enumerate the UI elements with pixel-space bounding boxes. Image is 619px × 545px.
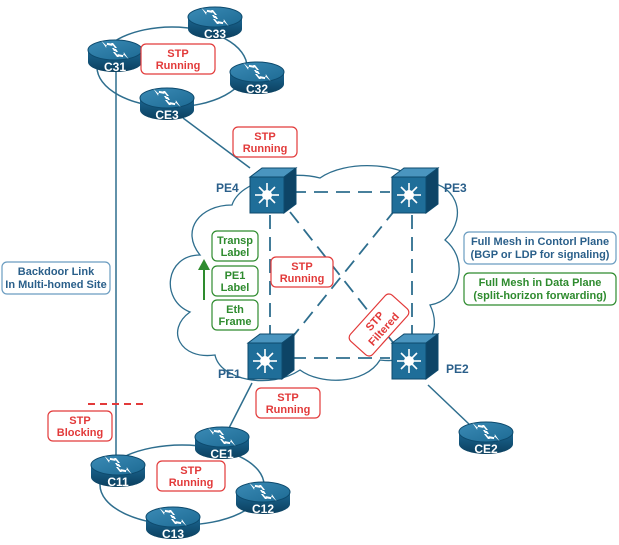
svg-text:C33: C33 [204,27,226,41]
stp-blocking: STP Blocking [47,410,113,442]
svg-text:STP: STP [291,261,312,273]
mesh-pe1-pe3 [289,209,396,341]
svg-text:CE2: CE2 [474,442,498,456]
svg-text:CE3: CE3 [155,108,179,122]
stp-top-ring: STP Running [140,43,216,75]
router-c11[interactable]: C11 [90,454,146,489]
svg-text:STP: STP [180,465,201,477]
svg-text:Running: Running [280,273,325,285]
router-c12[interactable]: C12 [235,481,291,516]
link-ce3-pe4 [182,117,251,169]
pe4-label: PE4 [216,181,239,195]
svg-text:Label: Label [221,247,250,259]
stp-core: STP Running [270,256,334,288]
stp-pe4-link: STP Running [232,126,298,158]
router-c32[interactable]: C32 [229,61,285,96]
router-c31[interactable]: C31 [87,39,143,74]
svg-text:C31: C31 [104,60,126,74]
router-ce3[interactable]: CE3 [139,87,195,122]
svg-text:STP: STP [277,392,298,404]
svg-text:Full Mesh in Contorl Plane: Full Mesh in Contorl Plane [471,236,609,248]
label-stack: Transp Label PE1 Label Eth Frame [198,230,259,331]
pe1-switch[interactable] [247,333,295,380]
control-plane-note: Full Mesh in Contorl Plane (BGP or LDP f… [463,231,617,265]
svg-text:Running: Running [266,404,311,416]
router-ce2[interactable]: CE2 [458,421,514,456]
pe3-switch[interactable] [391,167,439,214]
stp-pe1-link: STP Running [255,387,321,419]
svg-text:(BGP or LDP for signaling): (BGP or LDP for signaling) [471,249,610,261]
router-c13[interactable]: C13 [145,506,201,541]
stp-bottom-ring: STP Running [156,460,226,492]
svg-text:Running: Running [156,60,201,72]
svg-text:CE1: CE1 [210,447,234,461]
pe2-switch[interactable] [391,333,439,380]
svg-text:Blocking: Blocking [57,427,103,439]
backdoor-note: Backdoor Link In Multi-homed Site [1,261,111,295]
data-plane-note: Full Mesh in Data Plane (split-horizon f… [463,272,617,306]
pe1-label: PE1 [218,367,241,381]
svg-text:Transp: Transp [217,235,253,247]
pe4-switch[interactable] [249,167,297,214]
router-c33[interactable]: C33 [187,6,243,41]
svg-text:PE1: PE1 [225,270,246,282]
svg-text:Label: Label [221,282,250,294]
svg-text:Running: Running [169,477,214,489]
svg-text:STP: STP [167,48,188,60]
svg-text:In Multi-homed Site: In Multi-homed Site [5,279,106,291]
router-ce1[interactable]: CE1 [194,426,250,461]
svg-text:STP: STP [254,131,275,143]
pe2-label: PE2 [446,362,469,376]
svg-text:Backdoor Link: Backdoor Link [18,266,95,278]
svg-text:Eth: Eth [226,304,244,316]
svg-text:C13: C13 [162,527,184,541]
svg-text:Frame: Frame [218,316,251,328]
svg-text:C11: C11 [107,475,129,489]
svg-text:C12: C12 [252,502,274,516]
svg-text:STP: STP [69,415,90,427]
link-pe1-ce1 [227,382,253,431]
svg-text:C32: C32 [246,82,268,96]
pe3-label: PE3 [444,181,467,195]
svg-text:(split-horizon forwarding): (split-horizon forwarding) [473,290,607,302]
link-pe2-ce2 [427,384,471,426]
svg-text:Full Mesh in Data Plane: Full Mesh in Data Plane [479,277,602,289]
svg-text:Running: Running [243,143,288,155]
